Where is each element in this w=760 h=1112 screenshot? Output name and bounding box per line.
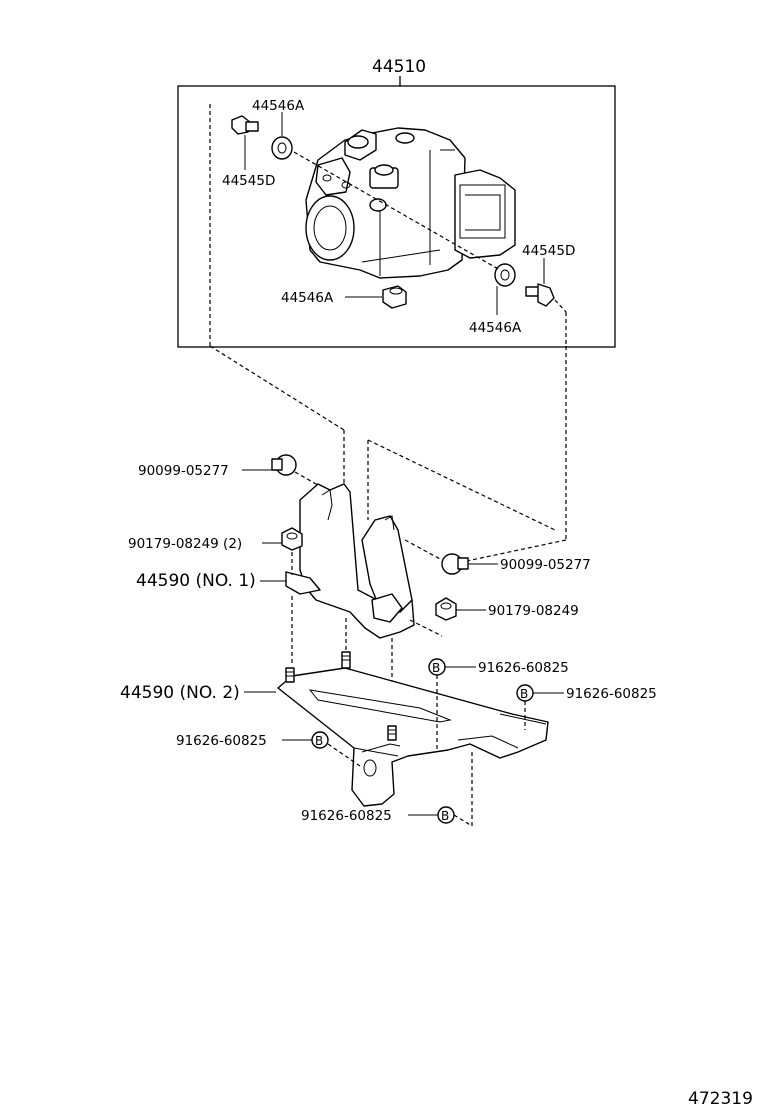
callout-b-3: B	[311, 731, 329, 749]
svg-text:B: B	[315, 734, 323, 748]
stud-b	[341, 651, 351, 669]
diagram-id: 472319	[688, 1089, 753, 1109]
svg-text:B: B	[432, 661, 440, 675]
label-91626-60825-b: 91626-60825	[566, 686, 657, 702]
label-91626-60825-d: 91626-60825	[301, 808, 392, 824]
insulator-top	[271, 136, 293, 160]
label-90179-08249-right: 90179-08249	[488, 603, 579, 619]
bracket-no2	[277, 667, 549, 807]
nut-90179-left	[281, 527, 303, 551]
label-44590-no1: 44590 (NO. 1)	[136, 571, 256, 591]
label-91626-60825-c: 91626-60825	[176, 733, 267, 749]
bolt-90099-right	[441, 553, 469, 575]
abs-actuator	[305, 127, 516, 279]
insulator-right	[494, 263, 516, 287]
assembly-frame	[177, 85, 616, 348]
label-44545D-left: 44545D	[222, 173, 275, 189]
bolt-44545D-right	[525, 283, 555, 307]
bracket-no1	[285, 483, 415, 639]
label-44590-no2: 44590 (NO. 2)	[120, 683, 240, 703]
svg-text:B: B	[520, 687, 528, 701]
label-44545D-right: 44545D	[522, 243, 575, 259]
label-90099-05277-left: 90099-05277	[138, 463, 229, 479]
bolt-44545D-left	[231, 115, 259, 135]
callout-b-2: B	[516, 684, 534, 702]
stud-c	[387, 725, 397, 741]
label-90179-08249-left: 90179-08249 (2)	[128, 536, 242, 552]
label-44546A-right: 44546A	[469, 320, 522, 336]
label-44546A-mid: 44546A	[281, 290, 334, 306]
bolt-90099-left	[271, 454, 297, 476]
label-90099-05277-right: 90099-05277	[500, 557, 591, 573]
callout-b-1: B	[428, 658, 446, 676]
assembly-part-number: 44510	[372, 57, 426, 77]
assembly-group: 44510 44546A	[177, 57, 616, 348]
svg-text:B: B	[441, 809, 449, 823]
insulator-mid	[382, 285, 407, 309]
label-91626-60825-a: 91626-60825	[478, 660, 569, 676]
callout-b-4: B	[437, 806, 455, 824]
alignment-lines	[209, 345, 567, 563]
nut-90179-right	[435, 597, 457, 621]
label-44546A-top: 44546A	[252, 98, 305, 114]
stud-a	[285, 667, 295, 683]
